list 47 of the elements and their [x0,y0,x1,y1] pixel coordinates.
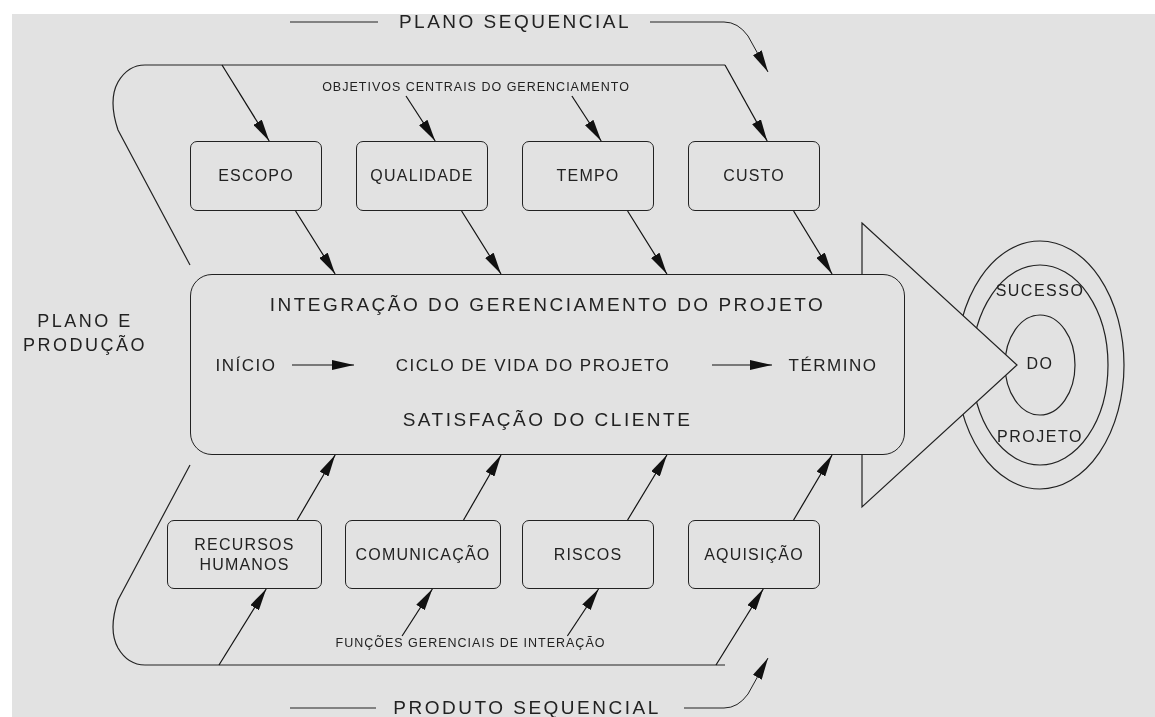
arrow [566,588,600,637]
arrow [793,454,833,521]
box-text: INTEGRAÇÃO DO GERENCIAMENTO DO PROJETO [269,293,826,317]
stage-text: CICLO DE VIDA DO PROJETO [395,355,671,377]
box-text: RECURSOS HUMANOS [193,534,296,575]
target-label: SUCESSO [995,281,1085,301]
box-text: RISCOS [553,544,623,565]
arrow [571,95,602,142]
arrow [295,210,336,275]
arrow [291,360,355,370]
box-text: QUALIDADE [370,166,474,186]
arrow [221,64,270,142]
process-box [688,141,820,211]
process-box [356,141,488,211]
arrow [218,588,267,666]
target-label: PROJETO [997,427,1083,447]
target-label: DO [1026,354,1054,374]
heading-text: PLANO SEQUENCIAL [398,10,632,35]
process-box [688,520,820,589]
arrow [462,454,502,521]
box-text: AQUISIÇÃO [704,544,804,565]
note-text: OBJETIVOS CENTRAIS DO GERENCIAMENTO [322,80,630,96]
arrow [461,210,502,275]
stage-text: TÉRMINO [788,355,878,377]
box-text: TEMPO [556,166,620,186]
box-text: SATISFAÇÃO DO CLIENTE [402,408,693,432]
box-text: ESCOPO [218,166,294,186]
arrow [401,588,433,637]
process-box [190,141,322,211]
process-box [522,520,654,589]
arrow [711,360,773,370]
arrow [715,588,764,666]
stage-text: INÍCIO [215,355,277,377]
arrow [296,454,336,521]
box-text: COMUNICAÇÃO [355,544,491,565]
arrow [405,95,436,142]
process-box [345,520,501,589]
process-box [167,520,322,589]
process-box [522,141,654,211]
heading-text: PRODUTO SEQUENCIAL [393,696,661,717]
box-text: CUSTO [723,166,785,186]
side-text: PLANO E PRODUÇÃO [23,309,147,357]
arrow [627,454,668,521]
arrow [793,210,833,275]
arrow [627,210,668,275]
arrow [724,64,768,142]
note-text: FUNÇÕES GERENCIAIS DE INTERAÇÃO [335,636,606,652]
